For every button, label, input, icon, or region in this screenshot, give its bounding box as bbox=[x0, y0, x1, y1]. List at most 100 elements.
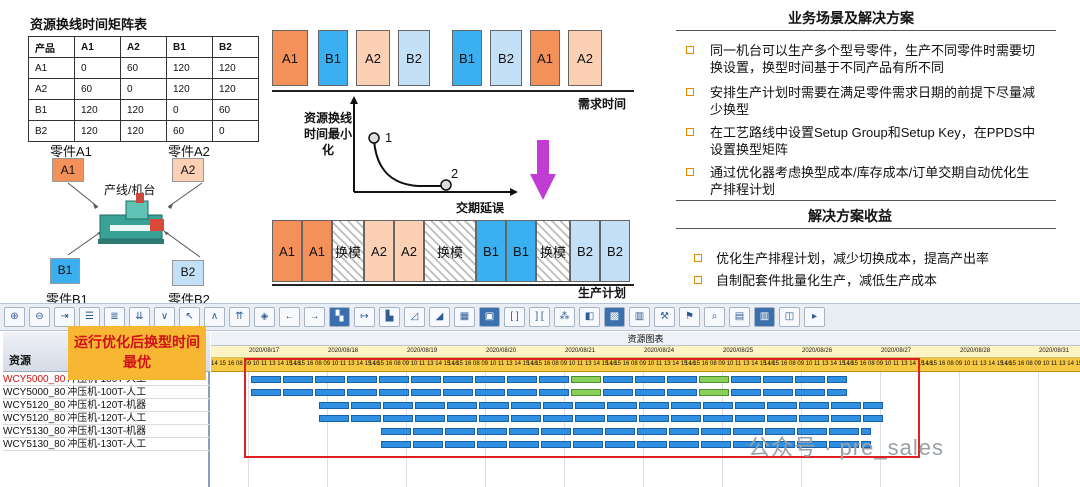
order-bar[interactable] bbox=[797, 441, 827, 448]
order-bar[interactable] bbox=[733, 428, 763, 435]
order-bar[interactable] bbox=[413, 441, 443, 448]
order-bar[interactable] bbox=[799, 402, 829, 409]
order-bar[interactable] bbox=[575, 415, 605, 422]
order-bar[interactable] bbox=[861, 441, 871, 448]
order-bar[interactable] bbox=[511, 415, 541, 422]
split-bracket-icon[interactable]: ] [ bbox=[529, 307, 550, 327]
cursor-icon[interactable]: ↖ bbox=[179, 307, 200, 327]
filter-icon[interactable]: ▥ bbox=[629, 307, 650, 327]
order-bar[interactable] bbox=[763, 376, 793, 383]
order-bar[interactable] bbox=[765, 428, 795, 435]
order-bar[interactable] bbox=[863, 402, 883, 409]
order-bar[interactable] bbox=[827, 376, 847, 383]
grid-icon[interactable]: ◧ bbox=[579, 307, 600, 327]
order-bar[interactable] bbox=[477, 428, 507, 435]
order-bar[interactable] bbox=[671, 415, 701, 422]
area-chart-icon[interactable]: ◿ bbox=[404, 307, 425, 327]
order-bar[interactable] bbox=[539, 389, 569, 396]
order-bar[interactable] bbox=[573, 428, 603, 435]
calendar-icon[interactable]: ▦ bbox=[454, 307, 475, 327]
order-bar[interactable] bbox=[831, 415, 861, 422]
order-bar[interactable] bbox=[475, 376, 505, 383]
order-bar[interactable] bbox=[703, 402, 733, 409]
order-bar[interactable] bbox=[861, 428, 871, 435]
order-bar[interactable] bbox=[315, 389, 345, 396]
order-bar[interactable] bbox=[381, 428, 411, 435]
order-bar[interactable] bbox=[347, 376, 377, 383]
order-bar[interactable] bbox=[543, 402, 573, 409]
order-bar[interactable] bbox=[477, 441, 507, 448]
order-bar[interactable] bbox=[507, 389, 537, 396]
bracket-icon[interactable]: [ ] bbox=[504, 307, 525, 327]
order-bar[interactable] bbox=[639, 402, 669, 409]
network-icon[interactable]: ⁂ bbox=[554, 307, 575, 327]
order-bar[interactable] bbox=[639, 415, 669, 422]
order-bar[interactable] bbox=[605, 428, 635, 435]
order-bar[interactable] bbox=[475, 389, 505, 396]
document-icon[interactable]: ▤ bbox=[729, 307, 750, 327]
resource-icon[interactable]: ▩ bbox=[604, 307, 625, 327]
checklist-icon[interactable]: ☰ bbox=[79, 307, 100, 327]
order-bar[interactable] bbox=[699, 376, 729, 383]
order-bar[interactable] bbox=[413, 428, 443, 435]
order-bar[interactable] bbox=[415, 402, 445, 409]
order-bar[interactable] bbox=[797, 428, 827, 435]
order-bar[interactable] bbox=[283, 376, 313, 383]
columns-icon[interactable]: ▥ bbox=[754, 307, 775, 327]
order-bar[interactable] bbox=[763, 389, 793, 396]
layout-icon[interactable]: ▣ bbox=[479, 307, 500, 327]
order-bar[interactable] bbox=[511, 402, 541, 409]
order-bar[interactable] bbox=[507, 376, 537, 383]
list-icon[interactable]: ≣ bbox=[104, 307, 125, 327]
order-bar[interactable] bbox=[701, 441, 731, 448]
order-bar[interactable] bbox=[351, 415, 381, 422]
order-bar[interactable] bbox=[251, 376, 281, 383]
tools-icon[interactable]: ⚒ bbox=[654, 307, 675, 327]
order-bar[interactable] bbox=[447, 415, 477, 422]
order-bar[interactable] bbox=[829, 441, 859, 448]
order-bar[interactable] bbox=[315, 376, 345, 383]
order-bar[interactable] bbox=[731, 389, 761, 396]
order-bar[interactable] bbox=[607, 415, 637, 422]
more-icon[interactable]: ▸ bbox=[804, 307, 825, 327]
order-bar[interactable] bbox=[443, 389, 473, 396]
move-right-icon[interactable]: ↦ bbox=[354, 307, 375, 327]
order-bar[interactable] bbox=[541, 428, 571, 435]
zoom-out-icon[interactable]: ⊖ bbox=[29, 307, 50, 327]
order-bar[interactable] bbox=[543, 415, 573, 422]
order-bar[interactable] bbox=[541, 441, 571, 448]
order-bar[interactable] bbox=[703, 415, 733, 422]
chevron-up-icon[interactable]: ∧ bbox=[204, 307, 225, 327]
indent-icon[interactable]: ⇥ bbox=[54, 307, 75, 327]
order-bar[interactable] bbox=[283, 389, 313, 396]
expand-all-icon[interactable]: ⇈ bbox=[229, 307, 250, 327]
order-bar[interactable] bbox=[571, 389, 601, 396]
order-bar[interactable] bbox=[637, 428, 667, 435]
order-bar[interactable] bbox=[699, 389, 729, 396]
pin-icon[interactable]: ⚑ bbox=[679, 307, 700, 327]
order-bar[interactable] bbox=[669, 441, 699, 448]
order-bar[interactable] bbox=[479, 402, 509, 409]
order-bar[interactable] bbox=[637, 441, 667, 448]
order-bar[interactable] bbox=[411, 389, 441, 396]
order-bar[interactable] bbox=[831, 402, 861, 409]
order-bar[interactable] bbox=[635, 389, 665, 396]
order-bar[interactable] bbox=[319, 415, 349, 422]
search-icon[interactable]: ⌕ bbox=[704, 307, 725, 327]
order-bar[interactable] bbox=[351, 402, 381, 409]
order-bar[interactable] bbox=[603, 389, 633, 396]
order-bar[interactable] bbox=[827, 389, 847, 396]
order-bar[interactable] bbox=[767, 415, 797, 422]
window-icon[interactable]: ◫ bbox=[779, 307, 800, 327]
order-bar[interactable] bbox=[573, 441, 603, 448]
order-bar[interactable] bbox=[603, 376, 633, 383]
schedule-icon[interactable]: ▚ bbox=[329, 307, 350, 327]
order-bar[interactable] bbox=[607, 402, 637, 409]
order-bar[interactable] bbox=[445, 441, 475, 448]
order-bar[interactable] bbox=[509, 428, 539, 435]
order-bar[interactable] bbox=[319, 402, 349, 409]
